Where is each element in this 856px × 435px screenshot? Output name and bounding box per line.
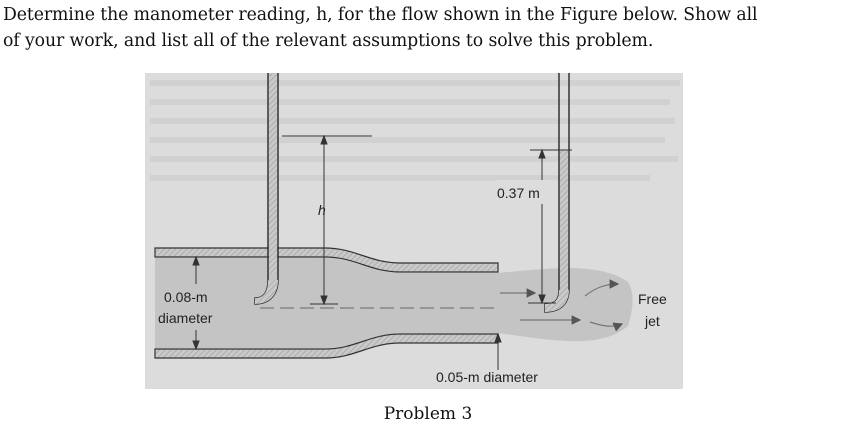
faded-background-text [150, 80, 680, 181]
free-jet [498, 268, 633, 342]
dimension-small-diameter [494, 332, 502, 370]
label-h: h [318, 202, 326, 218]
dimension-large-diameter [192, 255, 200, 351]
left-tube-bend [255, 280, 278, 304]
problem-line-1: Determine the manometer reading, h, for … [3, 5, 758, 25]
problem-statement: Determine the manometer reading, h, for … [3, 2, 853, 54]
label-free: Free [638, 291, 667, 307]
label-0-37m: 0.37 m [497, 185, 540, 201]
figure-caption: Problem 3 [383, 404, 473, 424]
label-small-diameter: 0.05-m diameter [436, 369, 538, 385]
dimension-0-37m [528, 148, 572, 305]
pitot-tube-bend [545, 290, 569, 312]
pipe-top-wall [154, 247, 499, 273]
dimension-h [282, 134, 372, 306]
pitot-tube-fluid [560, 150, 568, 292]
label-jet: jet [644, 313, 660, 329]
label-large-diameter-2: diameter [158, 310, 213, 326]
flow-arrow-4 [589, 321, 624, 332]
problem-line-2: of your work, and list all of the releva… [3, 31, 654, 51]
fluid-body [155, 258, 498, 348]
flow-arrow-2 [584, 279, 620, 297]
left-tube-fluid [269, 73, 277, 273]
label-large-diameter-1: 0.08-m [164, 289, 208, 305]
